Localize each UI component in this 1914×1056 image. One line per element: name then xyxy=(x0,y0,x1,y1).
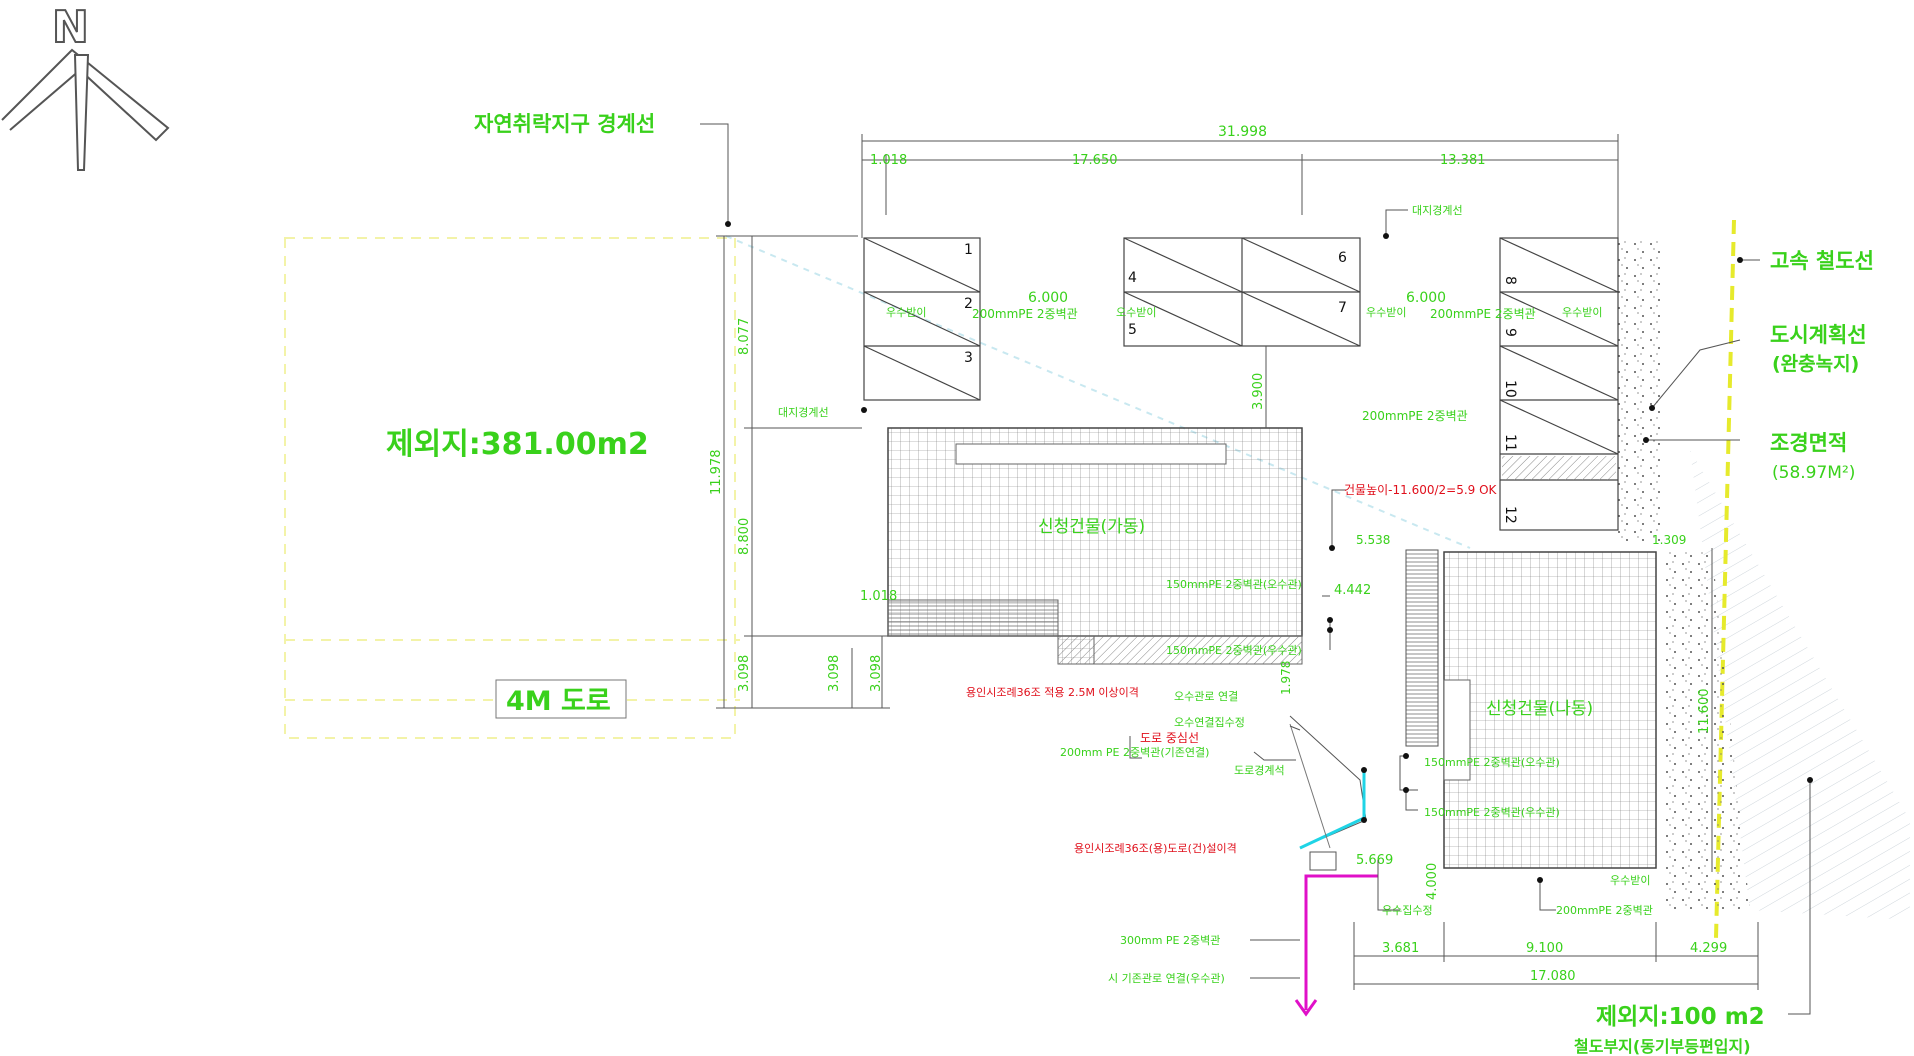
pipe-label: 150mmPE 2중벽관(우수관) xyxy=(1166,644,1302,657)
drain-label: 우수받이 xyxy=(1366,306,1406,319)
pipe-label: 시 기존관로 연결(우수관) xyxy=(1108,972,1225,985)
red-note-1: 용인시조례36조 적용 2.5M 이상이격 xyxy=(966,686,1139,699)
pipe-label: 200mmPE 2중벽관 xyxy=(1430,307,1536,321)
parking-number: 6 xyxy=(1338,250,1347,266)
dim-13381: 13.381 xyxy=(1440,153,1486,168)
landscape-label: 조경면적 xyxy=(1770,431,1847,455)
parking-number: 11 xyxy=(1502,434,1518,452)
parking-group-middle xyxy=(1123,237,1361,347)
dim-4000: 4.000 xyxy=(1425,863,1440,900)
dim-3098b: 3.098 xyxy=(827,655,842,692)
adjacent-boundary-top: 대지경계선 xyxy=(1412,204,1463,217)
building-ga xyxy=(887,427,1303,665)
dim-3098a: 3.098 xyxy=(737,655,752,692)
dim-11600: 11.600 xyxy=(1697,689,1712,735)
city-plan-line-sub: (완충녹지) xyxy=(1772,353,1859,375)
stairs xyxy=(1405,549,1439,747)
pipe-label: 200mmPE 2중벽관 xyxy=(972,307,1078,321)
drain-label: 우수받이 xyxy=(886,306,926,319)
manhole-label: 오수관로 연결 xyxy=(1174,690,1238,703)
collector-label: 우수집수정 xyxy=(1382,904,1433,917)
dim-total-width: 31.998 xyxy=(1218,124,1267,140)
dim-1018: 1.018 xyxy=(870,153,907,168)
building-na xyxy=(1443,551,1657,869)
landscape-area: (58.97M²) xyxy=(1772,463,1855,483)
pipe-label: 150mmPE 2중벽관(오수관) xyxy=(1166,578,1302,591)
dim-5669: 5.669 xyxy=(1356,853,1393,868)
dim-3681: 3.681 xyxy=(1382,941,1419,956)
parking-number: 1 xyxy=(964,242,973,258)
parking-number: 3 xyxy=(964,350,973,366)
pipe-label: 150mmPE 2중벽관(오수관) xyxy=(1424,756,1560,769)
road-4m-box xyxy=(495,679,627,719)
bottom-dimensions xyxy=(1353,922,1759,990)
sidewalk-label: 도로경계석 xyxy=(1234,764,1285,777)
road-center-label: 도로 중심선 xyxy=(1140,731,1199,745)
road-4m-label: 4M 도로 xyxy=(506,686,611,717)
dim-11978: 11.978 xyxy=(709,450,724,496)
parking-number: 2 xyxy=(964,296,973,312)
dim-4299: 4.299 xyxy=(1690,941,1727,956)
dim-6000a: 6.000 xyxy=(1028,290,1068,306)
dim-4442: 4.442 xyxy=(1334,583,1371,598)
building-ga-label: 신청건물(가동) xyxy=(1038,517,1145,537)
city-plan-line-label: 도시계획선 xyxy=(1770,323,1867,347)
drain-label: 우수받이 xyxy=(1562,306,1602,319)
landscape-strip-lower xyxy=(1660,550,1750,910)
landscape-strip-upper xyxy=(1618,240,1664,545)
parking-number: 4 xyxy=(1128,270,1137,286)
rail-site-label: 철도부지(동기부등편입지) xyxy=(1574,1037,1751,1056)
dim-3098c: 3.098 xyxy=(869,655,884,692)
pipe-label: 200mm PE 2중벽관(기존연결) xyxy=(1060,746,1209,759)
dim-1309: 1.309 xyxy=(1652,533,1686,547)
north-label: N xyxy=(52,2,89,53)
rail-site-area xyxy=(1690,450,1910,920)
leader-dots xyxy=(725,221,1813,883)
north-arrow-icon: N xyxy=(1,1,170,171)
pipe-label: 200mmPE 2중벽관 xyxy=(1556,904,1653,917)
exclude-left-label: 제외지:381.00m2 xyxy=(386,427,649,462)
high-speed-rail-label: 고속 철도선 xyxy=(1770,249,1874,273)
building-height-note: 건물높이-11.600/2=5.9 OK xyxy=(1344,483,1498,497)
drain-label: 오수받이 xyxy=(1116,306,1156,319)
parking-number: 10 xyxy=(1502,380,1518,398)
adjacent-boundary-left: 대지경계선 xyxy=(778,406,829,419)
parking-group-left xyxy=(863,237,981,401)
dim-5538: 5.538 xyxy=(1356,533,1390,547)
drain-label: 우수받이 xyxy=(1610,874,1650,887)
parking-number: 8 xyxy=(1502,276,1518,285)
dim-17650: 17.650 xyxy=(1072,153,1118,168)
dim-17080: 17.080 xyxy=(1530,969,1576,984)
red-note-2: 용인시조례36조(용)도로(건)설이격 xyxy=(1074,842,1237,855)
dim-3900: 3.900 xyxy=(1251,373,1266,410)
nature-boundary-label: 자연취락지구 경계선 xyxy=(474,112,655,136)
left-dimensions xyxy=(716,235,890,709)
dim-1018b: 1.018 xyxy=(860,589,897,604)
top-dimensions xyxy=(861,134,1619,238)
parking-number: 5 xyxy=(1128,322,1137,338)
exclude-area-left xyxy=(284,237,736,739)
building-na-label: 신청건물(나동) xyxy=(1486,699,1593,719)
pipe-label: 150mmPE 2중벽관(우수관) xyxy=(1424,806,1560,819)
dim-8800: 8.800 xyxy=(737,518,752,555)
exclude-right-label: 제외지:100 m2 xyxy=(1596,1004,1765,1030)
dim-9100: 9.100 xyxy=(1526,941,1563,956)
parking-number: 9 xyxy=(1502,328,1518,337)
dim-1978: 1.978 xyxy=(1279,661,1293,695)
parking-number: 7 xyxy=(1338,300,1347,316)
dim-8077: 8.077 xyxy=(737,318,752,355)
pipe-label: 200mmPE 2중벽관 xyxy=(1362,409,1468,423)
parking-group-right xyxy=(1499,237,1619,531)
pipe-label: 300mm PE 2중벽관 xyxy=(1120,934,1220,947)
manhole-label: 오수연결집수정 xyxy=(1174,716,1245,729)
drain-flow-arrow xyxy=(1304,874,1378,1010)
dim-6000b: 6.000 xyxy=(1406,290,1446,306)
parking-number: 12 xyxy=(1502,506,1518,524)
